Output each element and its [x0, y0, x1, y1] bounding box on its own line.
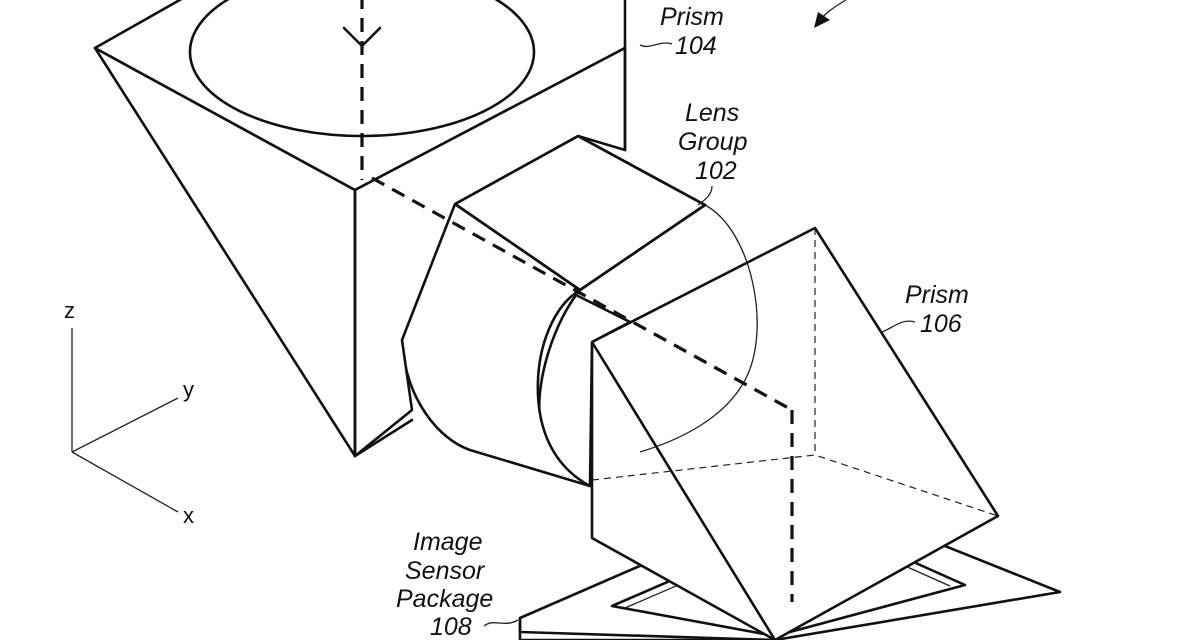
- axis-y-label: y: [183, 377, 194, 402]
- label-prism-104-name: Prism: [660, 3, 724, 31]
- axis-y: [71, 397, 179, 453]
- lens-back-top-edge: [576, 134, 707, 207]
- label-sensor-line1: Image: [413, 528, 482, 556]
- label-sensor-line3: Package: [396, 585, 493, 613]
- prism-106-body: [590, 226, 1000, 640]
- leader-108: [483, 619, 519, 627]
- axis-z-label: z: [64, 298, 75, 323]
- lens-inner-edge: [578, 203, 707, 292]
- lens-top-edge: [453, 202, 582, 292]
- coordinate-axes: z y x: [64, 298, 194, 528]
- label-prism-106: Prism 106: [881, 281, 969, 338]
- prism-104: [93, 0, 627, 458]
- prism-104-top-face: [93, 0, 627, 192]
- pointer-arrowhead-icon: [814, 12, 830, 28]
- prism-104-bottom-edge: [353, 418, 414, 458]
- label-lens-ref: 102: [695, 157, 737, 185]
- axis-x: [71, 451, 179, 513]
- prism-106: [590, 226, 1000, 640]
- ray-arrow-icon: [342, 26, 382, 48]
- prism-106-hidden-base: [591, 454, 999, 517]
- optical-ray-path: [342, 0, 794, 602]
- leader-104: [639, 42, 673, 48]
- sensor-plate-edge: [518, 616, 777, 640]
- label-sensor-line2: Sensor: [405, 557, 486, 585]
- label-prism-106-ref: 106: [920, 310, 962, 338]
- label-sensor-ref: 108: [430, 613, 472, 640]
- label-prism-104-ref: 104: [675, 32, 717, 60]
- label-prism-106-name: Prism: [905, 281, 969, 309]
- label-lens-line2: Group: [678, 128, 748, 156]
- leader-102: [697, 185, 713, 206]
- label-lens-line1: Lens: [685, 99, 739, 127]
- lens-rear-outline: [639, 204, 758, 453]
- ray-horizontal: [371, 176, 793, 412]
- label-prism-104: Prism 104: [639, 3, 724, 60]
- axis-x-label: x: [183, 503, 194, 528]
- label-image-sensor-108: Image Sensor Package 108: [396, 528, 519, 640]
- label-lens-group-102: Lens Group 102: [678, 99, 748, 206]
- prism-106-diagonal: [590, 340, 777, 640]
- figure-pointer-arrow: [814, 0, 848, 28]
- leader-106: [881, 320, 916, 333]
